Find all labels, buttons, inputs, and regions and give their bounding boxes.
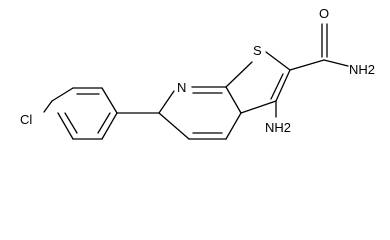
thiophene-ring: [225, 51, 291, 114]
carboxamide-group: [289, 23, 349, 71]
amide-nitrogen-label: NH2: [349, 62, 375, 77]
sulfur-label: S: [253, 43, 262, 58]
chloro-bond: [43, 100, 53, 113]
chlorophenyl-ring: [51, 87, 118, 140]
amino-group-label: NH2: [265, 120, 291, 135]
pyridine-ring: [158, 86, 242, 140]
ring-nitrogen-label: N: [177, 80, 186, 95]
chlorine-label: Cl: [20, 112, 32, 127]
chemical-structure: Cl N S O NH2 NH2: [20, 6, 375, 140]
amide-oxygen-label: O: [319, 6, 329, 21]
